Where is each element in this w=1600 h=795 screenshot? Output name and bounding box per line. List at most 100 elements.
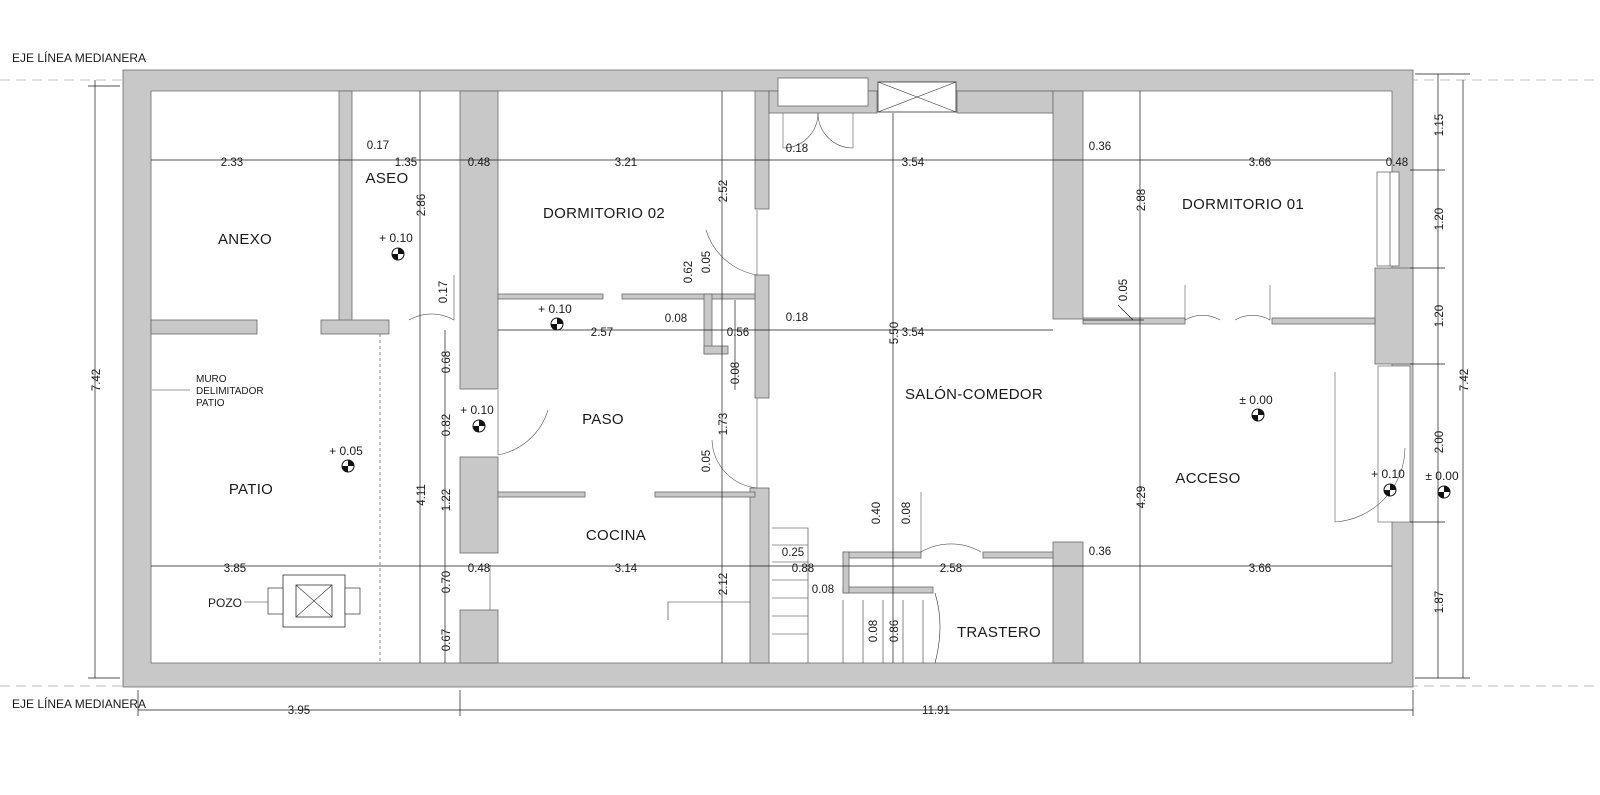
dim-h-top-8: 3.66 (1249, 157, 1271, 169)
wall-trastero-mid (842, 586, 934, 594)
dim-overall-1: 11.91 (922, 705, 950, 717)
dim-h-low-3: 0.25 (782, 547, 804, 559)
label-muro-2: DELIMITADOR (196, 386, 264, 397)
cocina-counter (667, 601, 750, 620)
dim-h-top-0: 2.33 (221, 157, 243, 169)
dim-h-mid-0: 2.57 (591, 327, 613, 339)
label-muro-3: PATIO (196, 398, 225, 409)
wall-cocina-top-b (654, 491, 756, 498)
dim-v-dorm02-4: 2.12 (718, 573, 730, 595)
dim-v-left-6: 0.67 (441, 629, 453, 651)
wall-dorm02-right-mid (754, 274, 770, 399)
level-marker-acceso (1251, 408, 1265, 422)
dim-h-low-6: 2.58 (940, 563, 962, 575)
wall-salon-top-right (956, 90, 1054, 114)
label-muro-1: MURO (196, 374, 227, 385)
wall-dorm01-left-upper (1052, 90, 1084, 320)
dim-total-height-left: 7.42 (91, 369, 103, 391)
room-dormitorio-01: DORMITORIO 01 (1182, 196, 1304, 213)
dim-v-left-0: 2.86 (416, 194, 428, 216)
dim-h-top-4: 3.21 (615, 157, 637, 169)
room-dormitorio-02: DORMITORIO 02 (543, 205, 665, 222)
wall-trastero-top-b (982, 551, 1054, 559)
dim-v-right-2: 1.20 (1434, 305, 1446, 327)
level-marker-patio (341, 459, 355, 473)
dim-v-salon-3: 0.08 (868, 620, 880, 642)
wall-closet-left (703, 293, 713, 355)
dim-h-low-4: 0.88 (792, 563, 814, 575)
dim-v-salon-0: 5.50 (889, 322, 901, 344)
wall-dorm01-bottom-a (1082, 317, 1186, 325)
dim-v-right-4: 1.87 (1434, 591, 1446, 613)
wall-cocina-top-a (497, 491, 586, 498)
dim-h-mid-5: 0.62 (683, 261, 695, 283)
dim-v-dorm01-1: 4.29 (1136, 486, 1148, 508)
wall-aseo-left (338, 90, 353, 322)
dim-h-low-1: 0.48 (468, 563, 490, 575)
dim-v-left-4: 1.22 (441, 489, 453, 511)
level-patio: + 0.05 (329, 444, 363, 458)
room-cocina: COCINA (586, 527, 646, 544)
door-dorm01-a (1184, 285, 1221, 321)
room-anexo: ANEXO (218, 231, 272, 248)
label-pozo: POZO (208, 596, 242, 610)
room-aseo: ASEO (366, 170, 409, 187)
dim-h-top-1: 0.17 (367, 140, 389, 152)
walls (122, 69, 1414, 688)
level-marker-paso (472, 419, 486, 433)
room-salon-comedor: SALÓN-COMEDOR (905, 386, 1043, 403)
dimension-lines (88, 73, 1470, 716)
door-aseo (408, 275, 455, 321)
level-marker-door-right (1383, 483, 1397, 497)
dim-h-top-2: 1.35 (395, 157, 417, 169)
dim-h-mid-7: 0.17 (438, 281, 450, 303)
window-dorm01 (1376, 171, 1400, 267)
door-salon-top-right (817, 112, 854, 149)
wall-anexo-bottom-left (150, 319, 258, 335)
wall-dorm01-left-lower (1052, 541, 1084, 664)
stairs (772, 527, 941, 664)
room-acceso: ACCESO (1175, 470, 1240, 487)
dim-v-dorm01-0: 2.88 (1136, 189, 1148, 211)
wall-center-left-lower (459, 456, 499, 554)
dim-v-salon-1: 0.40 (871, 502, 883, 524)
dim-h-low-7: 0.36 (1089, 546, 1111, 558)
windows (777, 77, 1411, 523)
dim-h-low-2: 3.14 (615, 563, 638, 575)
level-acceso: ± 0.00 (1239, 393, 1273, 407)
dim-v-right-3: 2.00 (1434, 431, 1446, 453)
dim-v-left-2: 0.68 (441, 351, 453, 373)
dim-h-top-7: 0.36 (1089, 141, 1111, 153)
dim-h-low-0: 3.85 (224, 563, 246, 575)
door-paso-left (497, 390, 549, 456)
level-paso: + 0.10 (460, 403, 494, 417)
wall-closet-bottom (703, 345, 729, 355)
dim-h-low-5: 0.08 (812, 584, 834, 596)
wall-anexo-bottom-right (320, 319, 390, 335)
door-cocina (711, 398, 758, 489)
level-aseo: + 0.10 (379, 231, 413, 245)
dim-h-mid-2: 0.56 (727, 327, 749, 339)
dim-v-dorm02-0: 2.52 (718, 180, 730, 202)
wall-dorm01-bottom-b (1271, 317, 1376, 325)
dim-v-right-0: 1.15 (1434, 114, 1446, 136)
wall-center-left-bottom (459, 609, 499, 664)
dim-total-height-right: 7.42 (1459, 369, 1471, 391)
dim-h-mid-4: 3.54 (902, 327, 925, 339)
wall-trastero-top-a (842, 551, 922, 559)
wall-dorm02-bottom-b (621, 293, 756, 300)
level-markers (341, 247, 1451, 499)
door-acceso (1334, 372, 1406, 523)
room-patio: PATIO (229, 481, 273, 498)
wall-dorm02-bottom-a (497, 293, 604, 300)
wall-dorm02-right-upper (754, 90, 770, 210)
dim-h-top-6: 3.54 (902, 157, 925, 169)
level-marker-aseo (391, 247, 405, 261)
dim-v-dorm02-3: 0.08 (730, 362, 742, 384)
window-salon-top (777, 77, 869, 107)
dim-v-left-3: 0.82 (441, 414, 453, 436)
dim-h-mid-6: 0.05 (701, 251, 713, 273)
dim-h-mid-3: 0.18 (786, 312, 808, 324)
dim-overall-0: 3.95 (288, 705, 310, 717)
dim-v-left-5: 0.70 (441, 571, 453, 593)
